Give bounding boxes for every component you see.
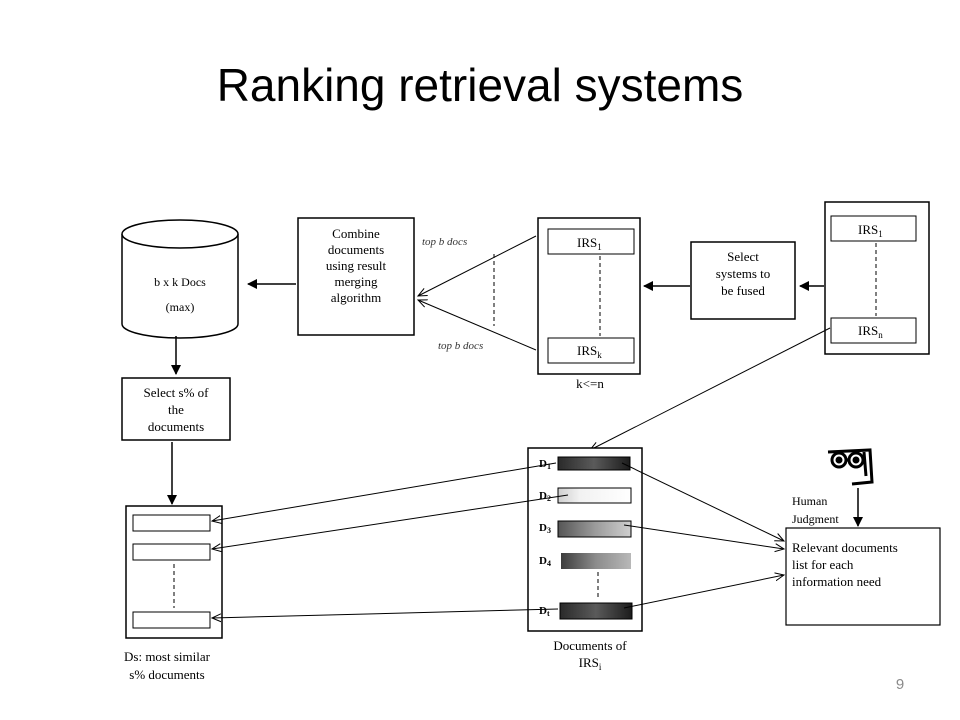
doc-bar-2 [557, 487, 632, 504]
top-docs-label-upper: top b docs [422, 236, 467, 248]
select-systems-line-1: Select [727, 249, 759, 264]
arrow-dt-to-ds [212, 608, 559, 618]
arrow-d3-to-relevant [623, 524, 784, 549]
human-label-line-2: Judgment [792, 512, 839, 526]
slide-number: 9 [895, 676, 905, 693]
arrow-dt-to-relevant [623, 575, 784, 609]
docs-container: D1 D2 D3 D4 Dt [527, 447, 643, 632]
db-max-label: (max) [166, 300, 195, 314]
doc-label-1: D1 [539, 458, 551, 471]
doc-bar-5 [559, 602, 633, 620]
ds-slot-1 [132, 514, 211, 532]
arrow-d1-to-relevant [621, 462, 784, 541]
select-pct-line-2: the [168, 402, 184, 417]
database-icon: b x k Docs (max) [121, 219, 239, 339]
combine-line-3: using result [326, 258, 387, 273]
arrow-irs1-to-combine [418, 235, 537, 296]
arrow-irsn-to-docs [590, 327, 831, 450]
fused-irs-container: IRS1 IRSk [537, 217, 641, 375]
ds-slot-2 [132, 543, 211, 561]
doc-label-4: D4 [539, 555, 551, 568]
fused-irs-1-label: IRS1 [577, 235, 602, 252]
relevant-line-1: Relevant documents [792, 540, 898, 555]
all-irs-1-label: IRS1 [858, 222, 883, 239]
ds-slot-3 [132, 611, 211, 629]
doc-bar-3 [557, 520, 632, 538]
page-title: Ranking retrieval systems [216, 59, 744, 111]
arrow-irsk-to-combine [418, 300, 537, 351]
doc-label-5: Dt [539, 605, 550, 618]
select-systems-line-3: be fused [721, 283, 765, 298]
select-systems-box: Select systems to be fused [690, 241, 796, 320]
arrow-d2-to-ds [212, 494, 569, 549]
select-systems-line-2: systems to [716, 266, 771, 281]
select-pct-line-3: documents [148, 419, 204, 434]
all-irs-n-label: IRSn [858, 323, 883, 340]
doc-bar-4 [561, 553, 631, 569]
select-percent-box: Select s% of the documents [121, 377, 231, 441]
docs-caption-line-1: Documents of [553, 638, 627, 653]
combine-line-4: merging [334, 274, 378, 289]
ds-caption-line-2: s% documents [129, 667, 204, 682]
k-le-n-label: k<=n [576, 376, 604, 391]
combine-line-1: Combine [332, 226, 380, 241]
doc-bar-1 [557, 456, 631, 471]
fused-irs-k-label: IRSk [577, 343, 602, 360]
relevant-line-2: list for each [792, 557, 854, 572]
human-judgment-icon [827, 448, 874, 486]
ds-caption-line-1: Ds: most similar [124, 649, 211, 664]
doc-label-2: D2 [539, 490, 551, 503]
docs-caption-line-2: IRSi [579, 655, 602, 672]
relevant-line-3: information need [792, 574, 882, 589]
db-label: b x k Docs [154, 275, 206, 289]
combine-line-5: algorithm [331, 290, 382, 305]
ds-container [125, 505, 223, 639]
select-pct-line-1: Select s% of [144, 385, 210, 400]
relevant-docs-box: Relevant documents list for each informa… [785, 527, 941, 626]
top-docs-label-lower: top b docs [438, 340, 483, 352]
all-irs-container: IRS1 IRSn [824, 201, 930, 355]
human-label-line-1: Human [792, 494, 827, 508]
combine-line-2: documents [328, 242, 384, 257]
arrow-d1-to-ds [212, 462, 557, 521]
combine-box: Combine documents using result merging a… [297, 217, 415, 336]
doc-label-3: D3 [539, 522, 551, 535]
